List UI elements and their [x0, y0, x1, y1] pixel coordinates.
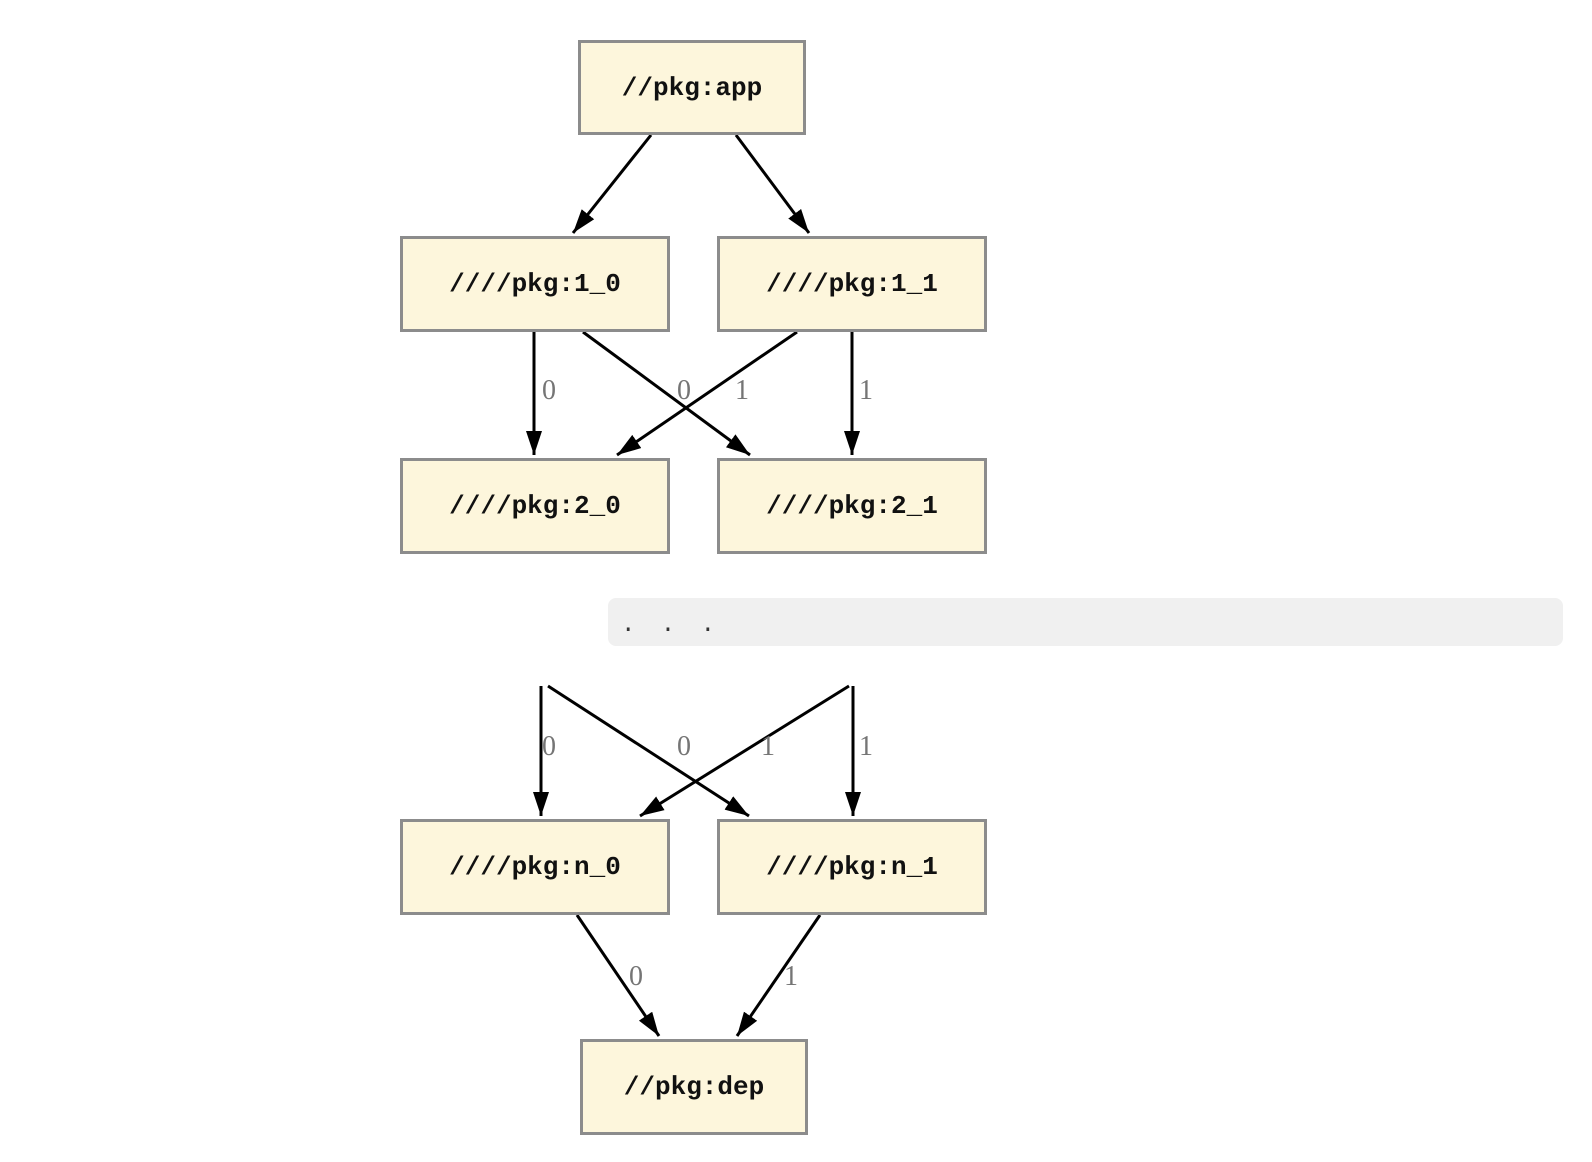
edge-1_0-to-2_1 — [582, 330, 751, 457]
edge-n_0-to-dep — [575, 914, 661, 1037]
node-pkg-n-1: ////pkg:n_1 — [717, 819, 987, 915]
node-pkg-1-1: ////pkg:1_1 — [717, 236, 987, 332]
edge-label-n_0-dep: 0 — [629, 961, 643, 992]
edge-label-dots-n_1-cross: 1 — [761, 731, 775, 762]
node-pkg-n-0: ////pkg:n_0 — [400, 819, 670, 915]
edge-label-dots-n_1-straight: 1 — [859, 731, 873, 762]
node-pkg-dep: //pkg:dep — [580, 1039, 808, 1135]
ellipsis-band: . . . — [608, 598, 1563, 646]
node-pkg-app: //pkg:app — [578, 40, 806, 135]
edge-label-dots-n_0-cross: 0 — [677, 731, 691, 762]
edge-label-1_0-2_0: 0 — [542, 375, 556, 406]
edge-dots-to-n_0-cross — [639, 684, 850, 818]
node-pkg-2-1: ////pkg:2_1 — [717, 458, 987, 554]
edge-label-dots-n_0-straight: 0 — [542, 731, 556, 762]
edge-dots-to-n_1-cross — [547, 684, 750, 818]
node-pkg-1-0: ////pkg:1_0 — [400, 236, 670, 332]
ellipsis-text: . . . — [621, 612, 716, 639]
edge-label-1_1-2_1: 1 — [859, 375, 873, 406]
edge-label-1_0-2_1: 1 — [735, 375, 749, 406]
edge-app-to-1_0 — [571, 134, 653, 234]
edge-n_1-to-dep — [735, 914, 822, 1037]
edge-1_1-to-2_0 — [616, 330, 798, 457]
edge-label-n_1-dep: 1 — [784, 961, 798, 992]
node-pkg-2-0: ////pkg:2_0 — [400, 458, 670, 554]
edge-app-to-1_1 — [734, 134, 811, 234]
edge-label-1_1-2_0: 0 — [677, 375, 691, 406]
